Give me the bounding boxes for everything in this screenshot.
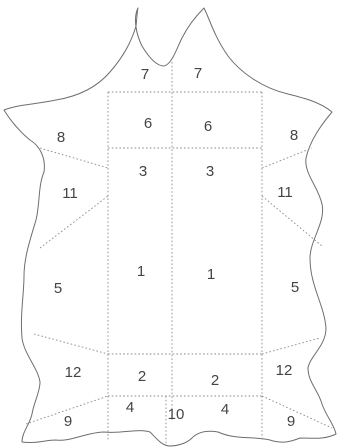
- region-label-12b: 12: [276, 362, 293, 379]
- region-label-7b: 7: [194, 65, 202, 82]
- region-label-8a: 8: [57, 129, 65, 146]
- region-label-8b: 8: [290, 127, 298, 144]
- region-label-9b: 9: [287, 413, 295, 430]
- region-label-7a: 7: [141, 66, 149, 83]
- region-label-10: 10: [168, 406, 185, 423]
- region-label-6b: 6: [204, 118, 212, 135]
- region-label-3b: 3: [206, 163, 214, 180]
- region-label-4a: 4: [126, 399, 134, 416]
- region-label-2a: 2: [138, 368, 146, 385]
- region-label-12a: 12: [65, 364, 82, 381]
- region-label-5b: 5: [291, 279, 299, 296]
- region-label-4b: 4: [221, 401, 229, 418]
- region-label-11a: 11: [62, 185, 78, 202]
- region-label-2b: 2: [211, 372, 219, 389]
- region-label-9a: 9: [64, 413, 72, 430]
- region-label-5a: 5: [54, 280, 62, 297]
- region-label-1b: 1: [207, 266, 215, 283]
- region-label-1a: 1: [137, 263, 145, 280]
- region-label-6a: 6: [144, 115, 152, 132]
- hide-outline: [4, 8, 336, 446]
- region-label-11b: 11: [277, 184, 293, 201]
- region-label-3a: 3: [139, 163, 147, 180]
